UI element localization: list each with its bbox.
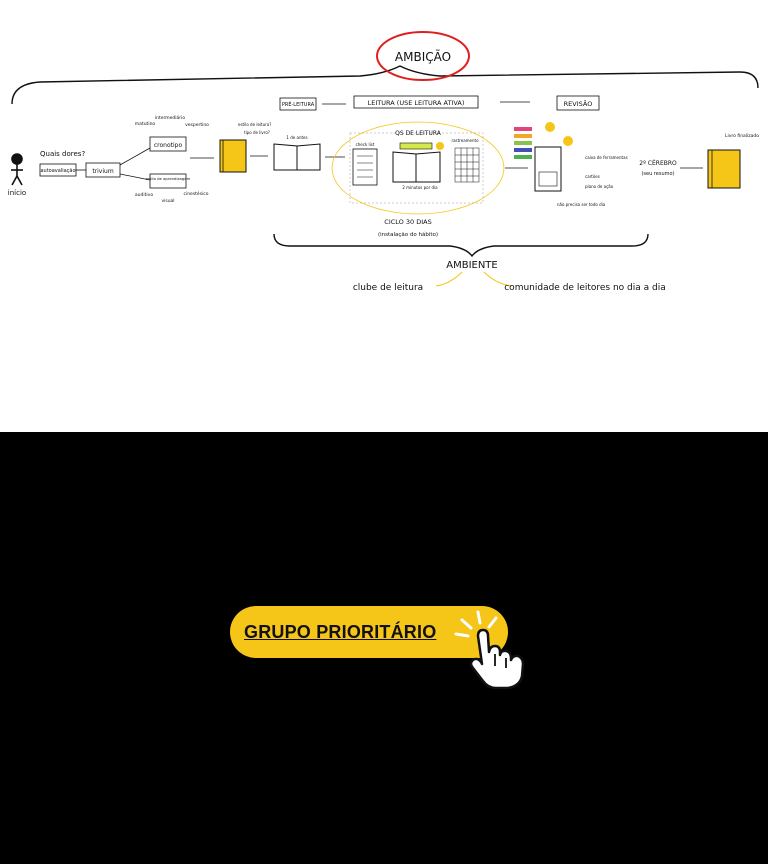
chrono-option: vespertino [185, 122, 209, 128]
book-note: tipo de livro? [244, 130, 270, 135]
book-note: estilo de leitura? [238, 122, 271, 127]
second-brain-sub-label: (seu resumo) [641, 171, 674, 177]
open-book-icon [392, 151, 441, 183]
priority-group-button[interactable]: GRUPO PRIORITÁRIO [230, 606, 508, 658]
tracking-label: rastreamento [451, 138, 479, 143]
minutes-label: 2 minutos por dia [402, 185, 438, 190]
second-brain-label: 2º CÉREBRO [639, 159, 677, 167]
priority-group-label[interactable]: GRUPO PRIORITÁRIO [244, 621, 437, 642]
finished-book-icon [707, 149, 741, 189]
community-label: comunidade de leitores no dia a dia [504, 283, 666, 293]
not-daily-label: não precisa ser todo dia [557, 202, 606, 207]
tool-label: caixa de ferramentas [585, 155, 628, 160]
reading-qs-label: QS DE LEITURA [395, 130, 442, 137]
tool-label: cartões [585, 174, 600, 179]
trivium-label: trivium [92, 168, 114, 175]
learning-option: cinestésico [183, 190, 208, 197]
checklist-label: check list [356, 142, 375, 147]
self-evaluation-label: autoavaliação [40, 168, 75, 174]
reading-method-diagram: AMBIÇÃO início Quais dores? autoavaliaçã… [8, 31, 759, 293]
reading-club-label: clube de leitura [353, 283, 423, 293]
environment-label: AMBIENTE [446, 260, 498, 271]
question-label: Quais dores? [40, 150, 85, 158]
learning-option: auditivo [135, 192, 153, 198]
cycle-sub-label: (instalação do hábito) [378, 231, 438, 238]
tool-label: plano de ação [585, 184, 614, 189]
start-label: início [8, 189, 26, 197]
pre-reading-label: PRÉ-LEITURA [282, 100, 315, 108]
ambition-label: AMBIÇÃO [395, 49, 451, 64]
person-icon [11, 153, 23, 186]
diagram-panel: AMBIÇÃO início Quais dores? autoavaliaçã… [0, 0, 768, 432]
calendar-icon [454, 147, 480, 183]
finished-label: Livro finalizado [725, 133, 759, 139]
highlighter-icon [399, 142, 444, 150]
pages-label: 1 de antes [286, 135, 307, 140]
learning-style-label: estilo de aprendizagem [146, 176, 191, 181]
bookmark-tabs-icon [514, 127, 532, 159]
chrono-option: matutino [135, 121, 156, 127]
reading-label: LEITURA (USE LEITURA ATIVA) [368, 99, 465, 107]
review-label: REVISÃO [564, 99, 593, 108]
chronotype-label: cronotipo [154, 142, 183, 149]
book-icon [219, 139, 247, 173]
hand-pointer-icon [454, 610, 525, 690]
chrono-option: intermediário [155, 114, 186, 121]
cycle-label: CICLO 30 DIAS [384, 218, 431, 226]
learning-option: visual [161, 198, 174, 204]
open-book-icon [273, 143, 321, 171]
